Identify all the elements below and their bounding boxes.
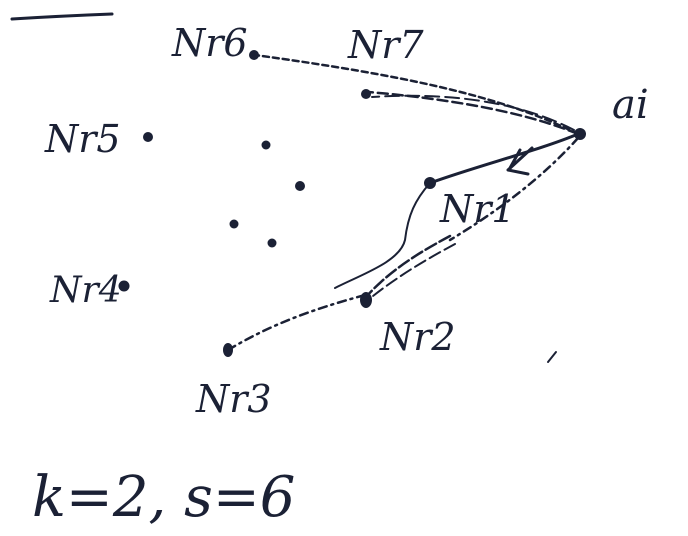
node-unlabeled-dot-3 [229,219,239,229]
edge-v1-v2-second-stroke [367,243,456,301]
edge-ai-v7 [366,90,580,136]
label-v4: Nr4 [49,270,122,311]
label-v6: Nr6 [171,21,248,65]
node-v3-dot [223,343,233,357]
edge-ai-v1-arrowhead [506,146,534,176]
label-ai: ai [612,82,649,128]
node-v4-dot [118,280,130,292]
label-v5: Nr5 [44,117,121,161]
node-v1-dot [424,177,436,189]
label-v2: Nr2 [379,315,456,359]
label-v1: Nr1 [439,187,516,231]
edge-v2-v3 [226,293,367,352]
top-stroke [10,12,114,21]
node-v7-dot [361,89,371,99]
stray-tick [547,351,557,363]
label-v7: Nr7 [347,23,424,67]
edge-ai-v7-second-stroke [371,94,575,131]
node-ai-dot [574,128,586,140]
node-unlabeled-dot-2 [295,181,305,191]
node-unlabeled-dot-4 [267,238,277,248]
node-v5-dot [143,132,153,142]
edge-v1-v2 [363,234,452,300]
edge-v1-v3 [334,182,431,289]
edge-ai-v1 [428,132,580,185]
formula-text: k=2, s=6 [32,465,295,530]
edge-ai-v6 [253,53,580,136]
node-unlabeled-dot-1 [261,140,271,150]
label-v3: Nr3 [195,377,272,421]
node-v6-dot [249,50,259,60]
node-v2-dot [360,292,372,308]
edge-ai-v2 [448,136,580,242]
